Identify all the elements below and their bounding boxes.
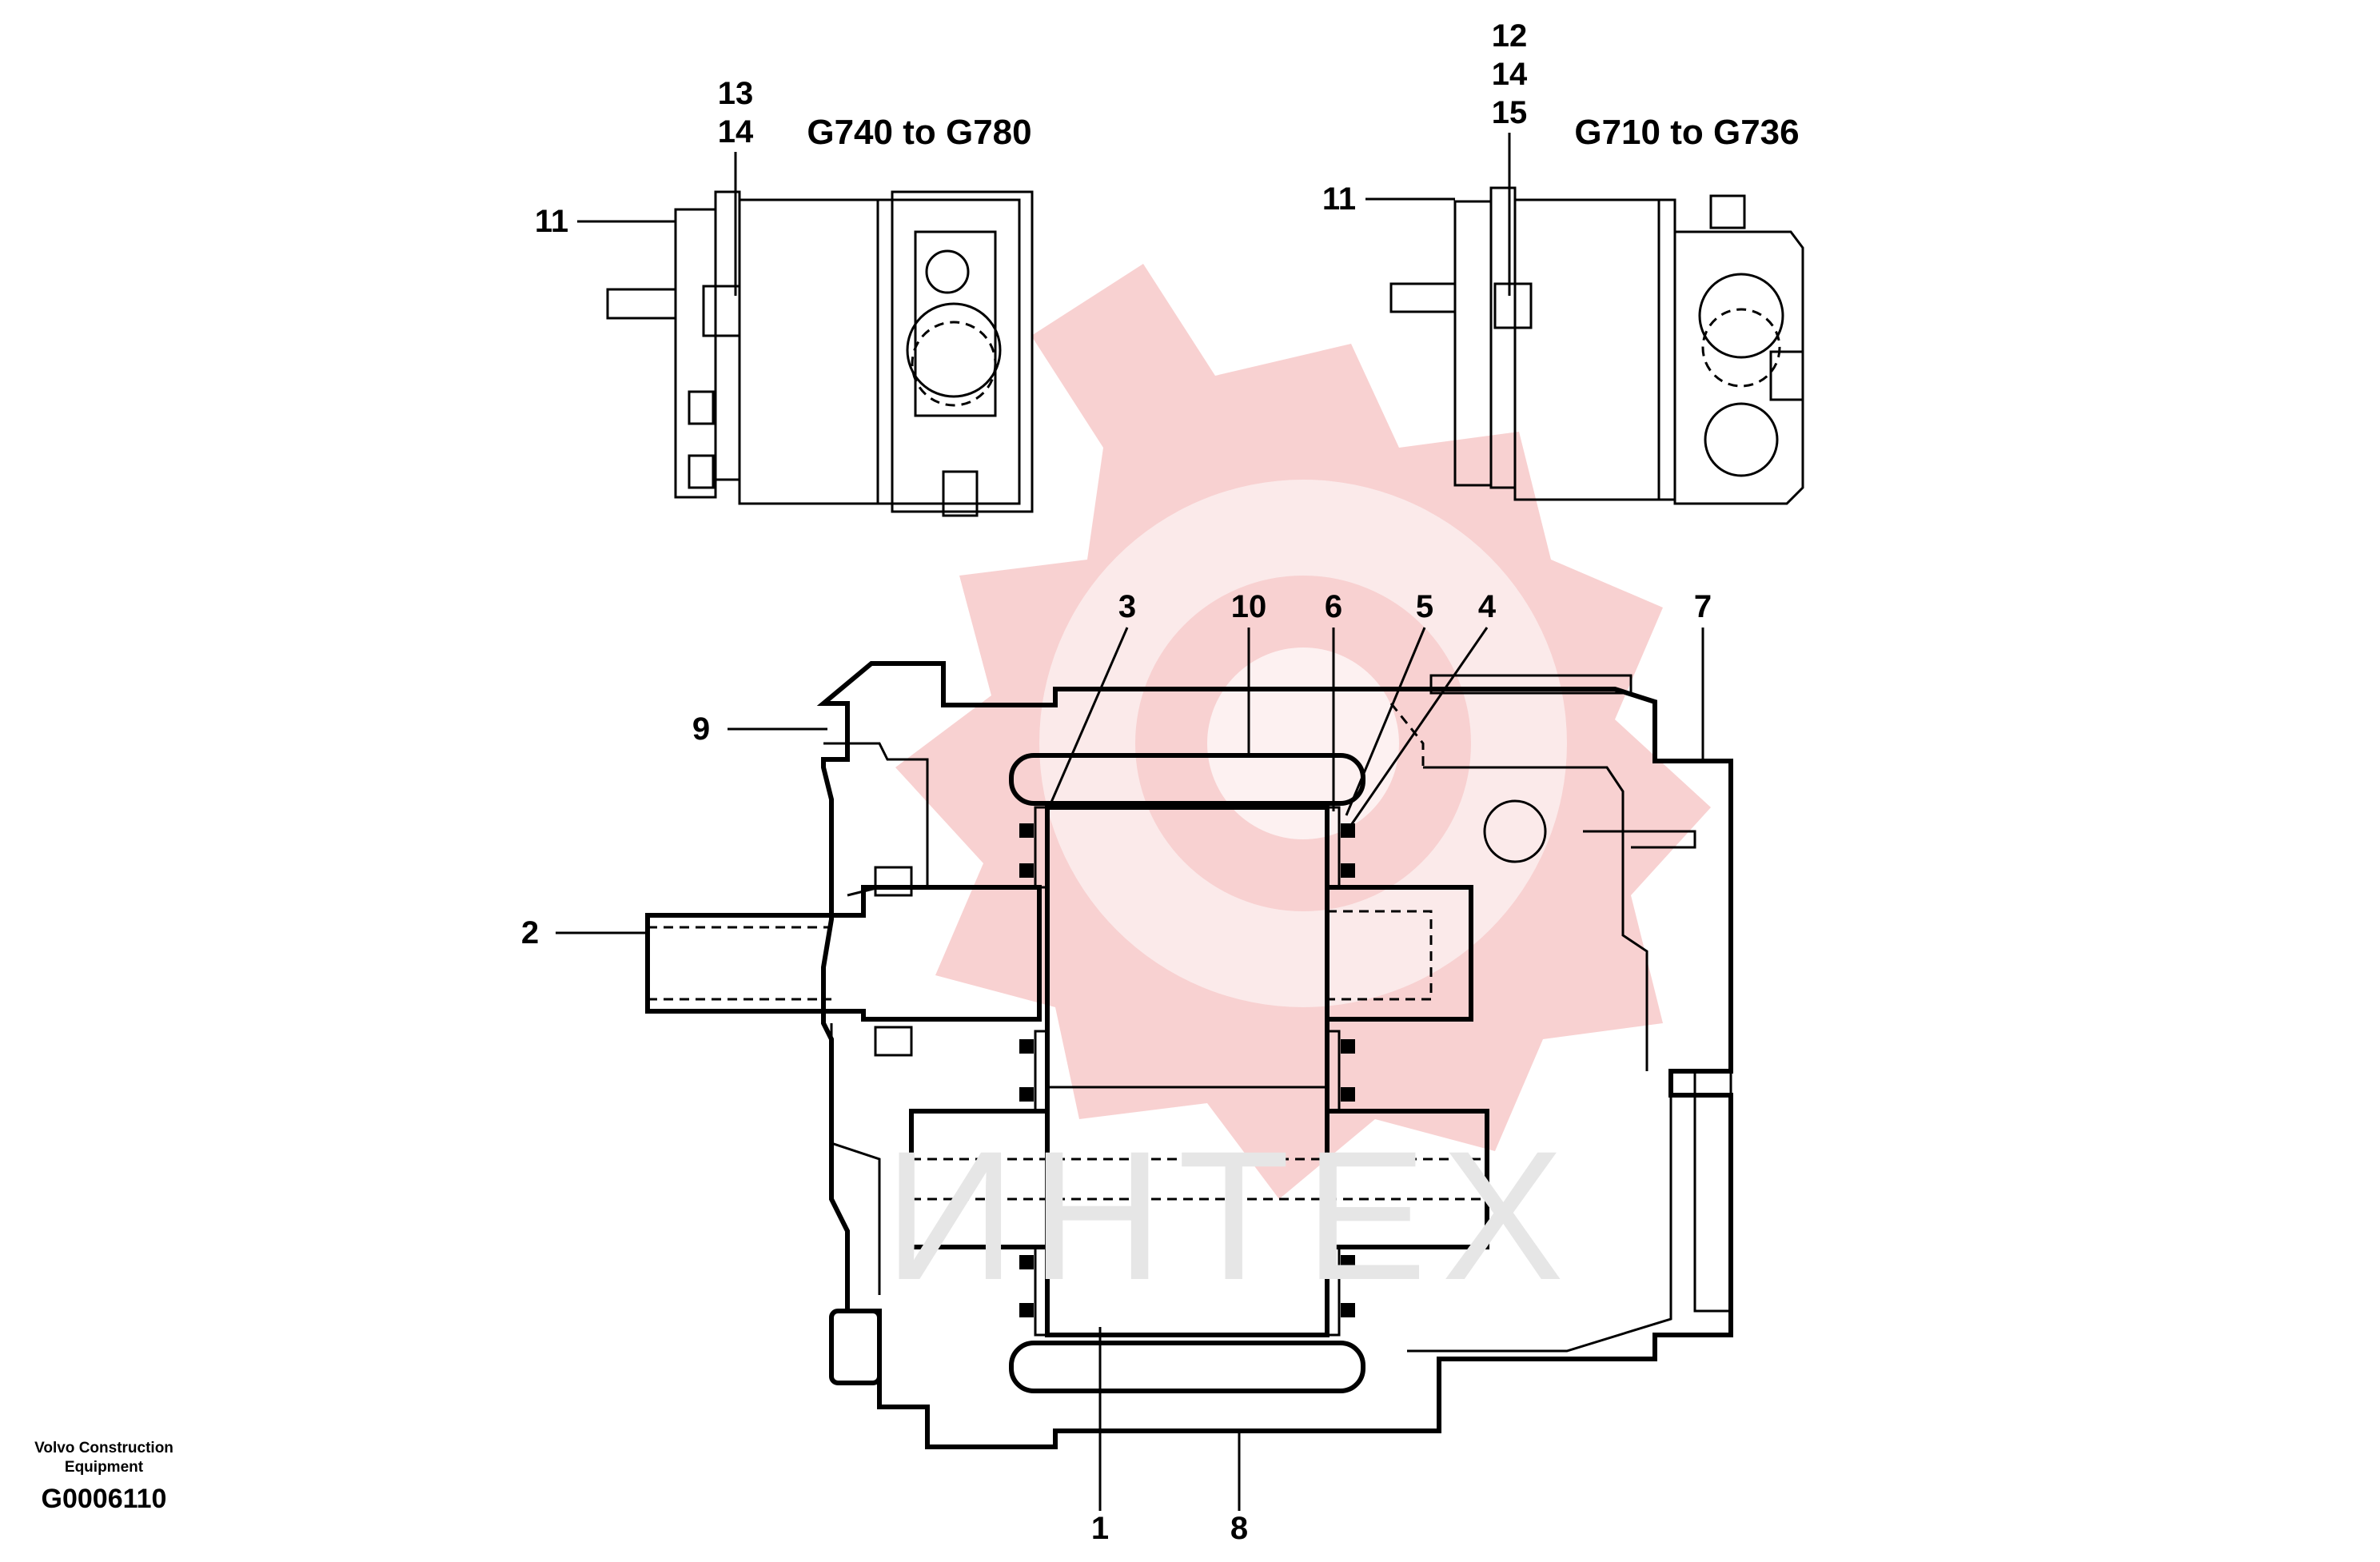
callout-12-right: 12 bbox=[1492, 18, 1528, 54]
section-callouts: 3 10 6 5 4 7 9 2 1 8 bbox=[521, 589, 1712, 1546]
callout-15-right: 15 bbox=[1492, 95, 1528, 130]
footer-org-line2: Equipment bbox=[64, 1459, 144, 1476]
callout-7: 7 bbox=[1694, 589, 1712, 624]
pump-view-left bbox=[606, 190, 1034, 517]
watermark-text: ИНТЕХ bbox=[884, 1113, 1579, 1318]
callout-9: 9 bbox=[692, 711, 710, 747]
callout-11-left: 11 bbox=[535, 204, 568, 239]
callout-14-left: 14 bbox=[718, 114, 754, 149]
callout-8: 8 bbox=[1230, 1511, 1248, 1546]
figure-code: G0006110 bbox=[41, 1484, 167, 1514]
callout-10: 10 bbox=[1231, 589, 1267, 624]
watermark-gear-icon bbox=[895, 264, 1711, 1199]
callout-6: 6 bbox=[1325, 589, 1342, 624]
pump-section-view bbox=[645, 661, 1733, 1449]
callout-14-right: 14 bbox=[1492, 57, 1528, 92]
callout-13-left: 13 bbox=[718, 76, 754, 111]
right-view-title: G710 to G736 bbox=[1574, 113, 1799, 152]
pump-view-right bbox=[1389, 186, 1804, 505]
footer-org-line1: Volvo Construction bbox=[34, 1440, 173, 1456]
callout-3: 3 bbox=[1118, 589, 1136, 624]
callout-1: 1 bbox=[1091, 1511, 1109, 1546]
callout-2: 2 bbox=[521, 915, 539, 950]
footer: Volvo Construction Equipment G0006110 bbox=[8, 1439, 200, 1515]
callout-11-right: 11 bbox=[1322, 181, 1356, 217]
left-view-title: G740 to G780 bbox=[807, 113, 1031, 152]
callout-5: 5 bbox=[1416, 589, 1433, 624]
callout-4: 4 bbox=[1478, 589, 1497, 624]
